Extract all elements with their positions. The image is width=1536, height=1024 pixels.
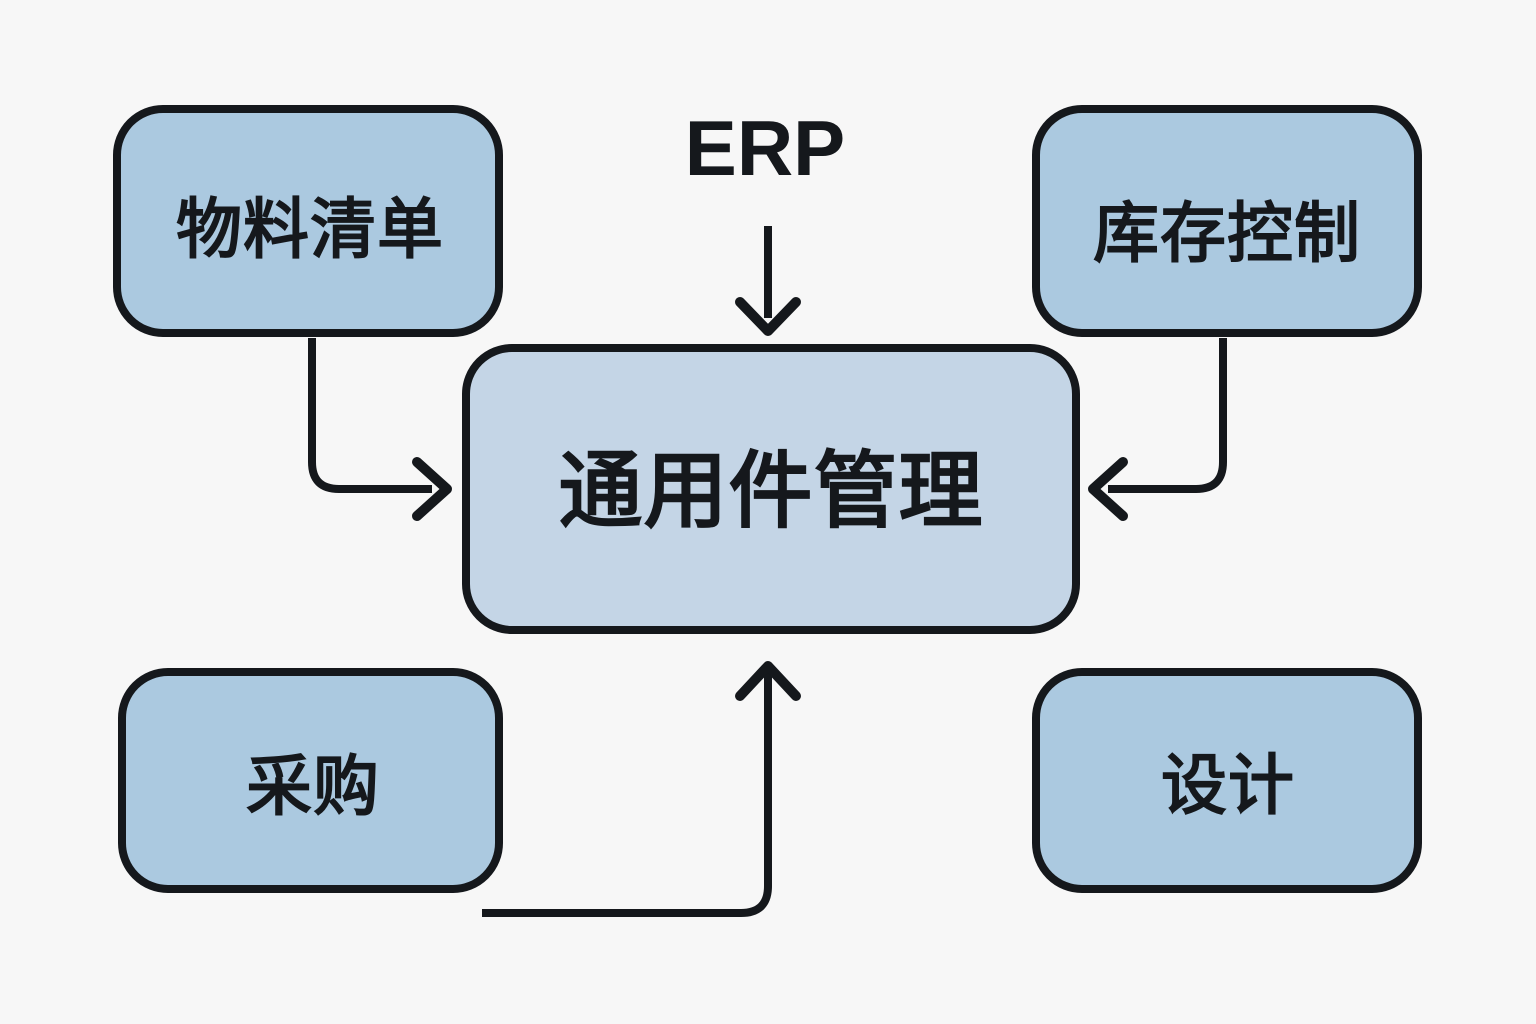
node-procurement[interactable]: 采购 (118, 668, 503, 893)
connector-erp-to-center (735, 226, 801, 336)
node-inventory-control[interactable]: 库存控制 (1032, 105, 1422, 337)
node-box[interactable] (1032, 668, 1422, 893)
node-box[interactable] (113, 105, 503, 337)
connector-inventory-to-center (1088, 338, 1227, 521)
connector-line (308, 338, 432, 493)
arrowhead-right-icon (412, 457, 452, 521)
connector-line (1108, 338, 1227, 493)
connector-line (482, 672, 772, 917)
connector-procurement-to-center (482, 661, 801, 917)
node-box[interactable] (118, 668, 503, 893)
node-design[interactable]: 设计 (1032, 668, 1422, 893)
node-common-parts-management[interactable]: 通用件管理 (462, 344, 1080, 634)
node-label: 设计 (1161, 748, 1295, 822)
node-bill-of-materials[interactable]: 物料清单 (113, 105, 503, 337)
connector-bom-to-center (308, 338, 452, 521)
diagram-title: ERP (685, 104, 845, 192)
connectors-layer (308, 226, 1227, 917)
node-box[interactable] (1032, 105, 1422, 337)
node-label: 物料清单 (176, 192, 444, 266)
arrowhead-up-icon (735, 661, 801, 701)
node-label: 采购 (246, 749, 380, 823)
arrowhead-left-icon (1088, 457, 1128, 521)
node-box[interactable] (462, 344, 1080, 634)
arrowhead-down-icon (735, 297, 801, 336)
node-label: 库存控制 (1093, 196, 1361, 270)
node-label: 通用件管理 (558, 444, 983, 538)
